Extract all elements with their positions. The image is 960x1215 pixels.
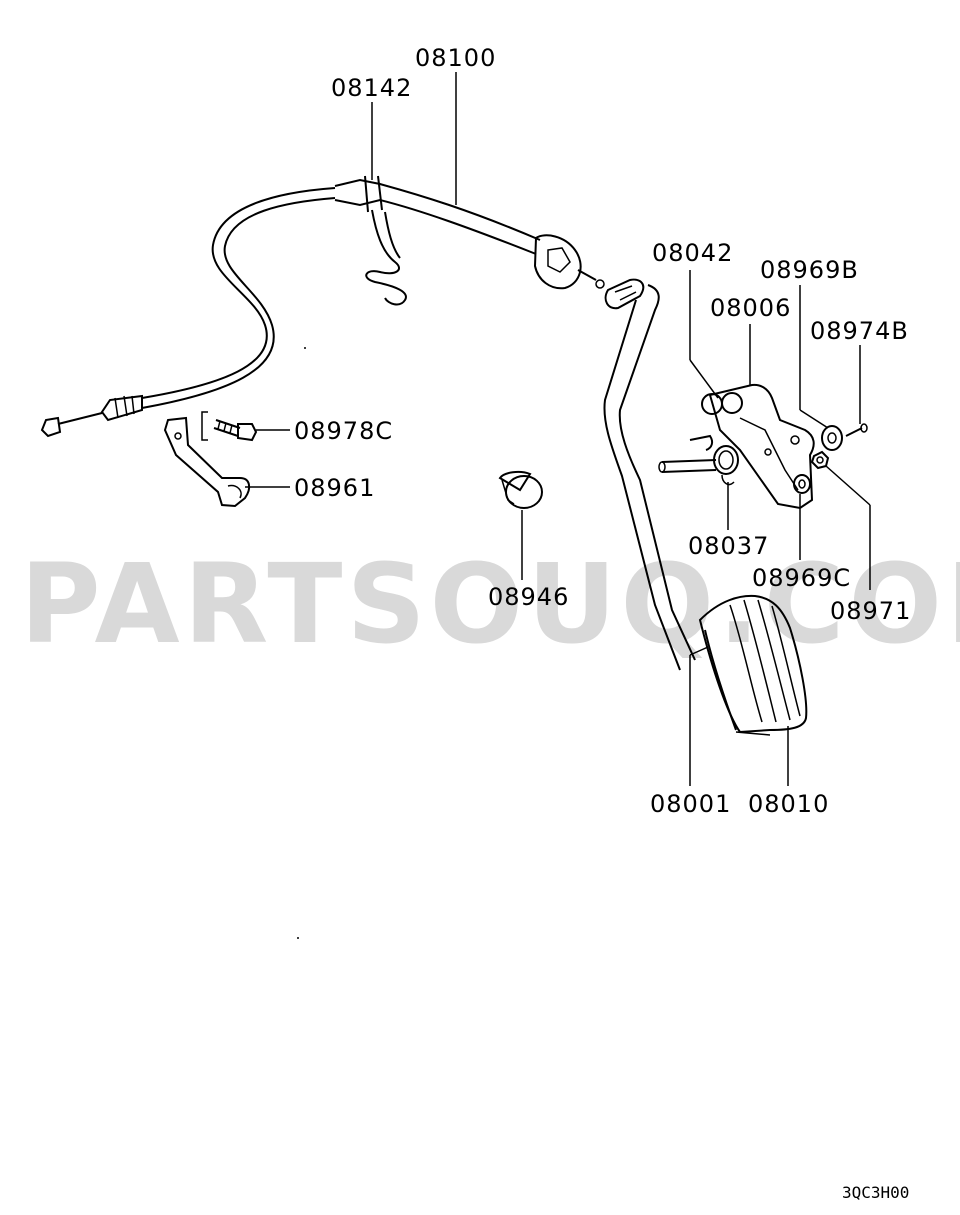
callout-08961[interactable]: 08961	[294, 474, 375, 502]
callout-08042[interactable]: 08042	[652, 239, 733, 267]
leader-lines	[245, 72, 871, 786]
callout-08010[interactable]: 08010	[748, 790, 829, 818]
stray-dot	[297, 937, 299, 939]
callout-08969B[interactable]: 08969B	[760, 256, 859, 284]
bolt-08978C[interactable]	[201, 411, 258, 442]
watermark: PARTSOUQ.COM	[20, 540, 960, 668]
callout-08969C[interactable]: 08969C	[752, 564, 851, 592]
callout-08971[interactable]: 08971	[830, 597, 911, 625]
cable-clip[interactable]	[364, 175, 407, 306]
callout-08978C[interactable]: 08978C	[294, 417, 393, 445]
diagram-code: 3QC3H00	[842, 1183, 909, 1202]
accelerator-cable[interactable]	[40, 178, 605, 438]
callout-08974B[interactable]: 08974B	[810, 317, 909, 345]
callout-08006[interactable]: 08006	[710, 294, 791, 322]
callout-08037[interactable]: 08037	[688, 532, 769, 560]
callout-08001[interactable]: 08001	[650, 790, 731, 818]
washer-08969C[interactable]	[793, 474, 811, 494]
pin-08974B[interactable]	[845, 423, 868, 437]
pedal-bracket[interactable]	[701, 383, 815, 510]
return-spring[interactable]	[689, 434, 739, 486]
callout-08946[interactable]: 08946	[488, 583, 569, 611]
cable-bracket[interactable]	[163, 416, 251, 508]
stopper-08946[interactable]	[498, 470, 543, 509]
callout-08100[interactable]: 08100	[415, 44, 496, 72]
pedal-pad[interactable]	[698, 594, 808, 736]
pedal-arm[interactable]	[603, 278, 717, 671]
nut-08971[interactable]	[810, 450, 830, 470]
stray-dot	[304, 347, 306, 349]
callout-08142[interactable]: 08142	[331, 74, 412, 102]
washer-08969B[interactable]	[821, 425, 843, 451]
